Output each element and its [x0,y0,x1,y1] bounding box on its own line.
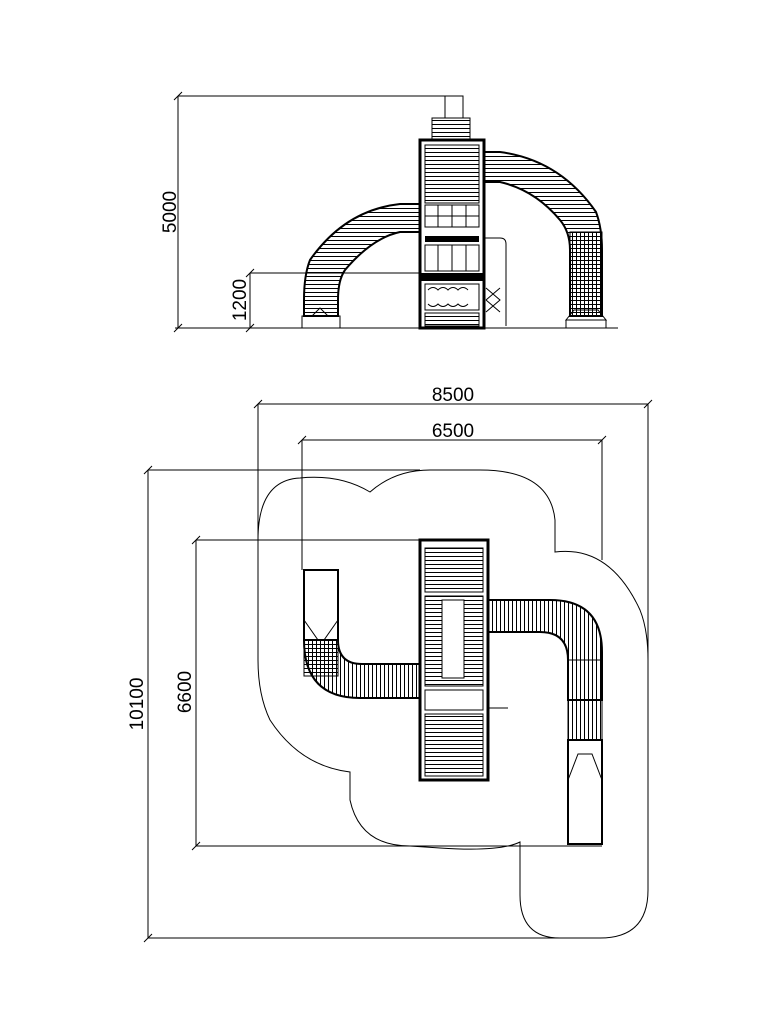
platform-height-label: 1200 [230,279,251,321]
tower-plan [418,538,490,782]
equipment-width-label: 6500 [432,421,474,442]
tower [418,138,486,330]
plan-view: 8500 6500 10100 6600 [127,385,653,943]
tower-roof [431,95,471,141]
equipment-depth-label: 6600 [175,671,196,713]
right-tube-slide [484,151,608,329]
elevation-view: 5000 1200 [160,91,618,333]
dimension-equipment-depth: 6600 [175,535,602,851]
overall-depth-label: 10100 [127,678,148,731]
total-height-label: 5000 [160,191,181,233]
climbing-net [484,237,507,326]
dimension-overall-depth: 10100 [127,465,600,943]
right-slide-plan [487,599,603,845]
overall-width-label: 8500 [432,385,474,406]
dimension-equipment-width: 6500 [297,421,607,570]
left-tube-slide [301,203,420,329]
dimension-total-height: 5000 [160,91,445,333]
left-slide-plan [303,569,421,699]
safety-zone-outline [257,469,649,939]
